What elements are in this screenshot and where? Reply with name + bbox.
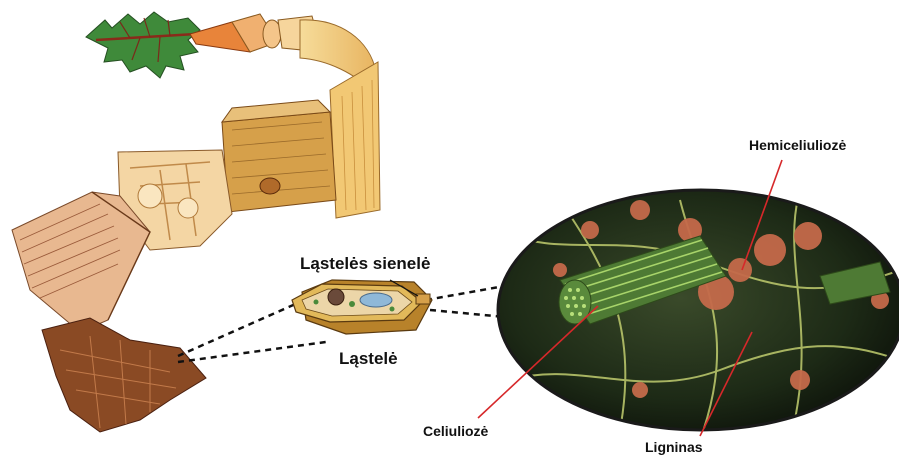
label-cell: Ląstelė <box>339 350 398 367</box>
wood-block <box>222 112 336 212</box>
leaf-shape <box>86 12 200 78</box>
label-cell-wall: Ląstelės sienelė <box>300 255 430 272</box>
label-lignin: Ligninas <box>645 440 703 454</box>
label-cellulose: Celiuliozė <box>423 424 488 438</box>
plant-zoom-illustration <box>12 12 380 432</box>
cell-illustration <box>292 280 432 334</box>
label-hemicellulose: Hemiceliuliozė <box>749 138 846 152</box>
bark-tissue <box>42 318 206 432</box>
molecular-oval-view <box>498 190 899 440</box>
wood-ribbon-vertical <box>330 62 380 218</box>
